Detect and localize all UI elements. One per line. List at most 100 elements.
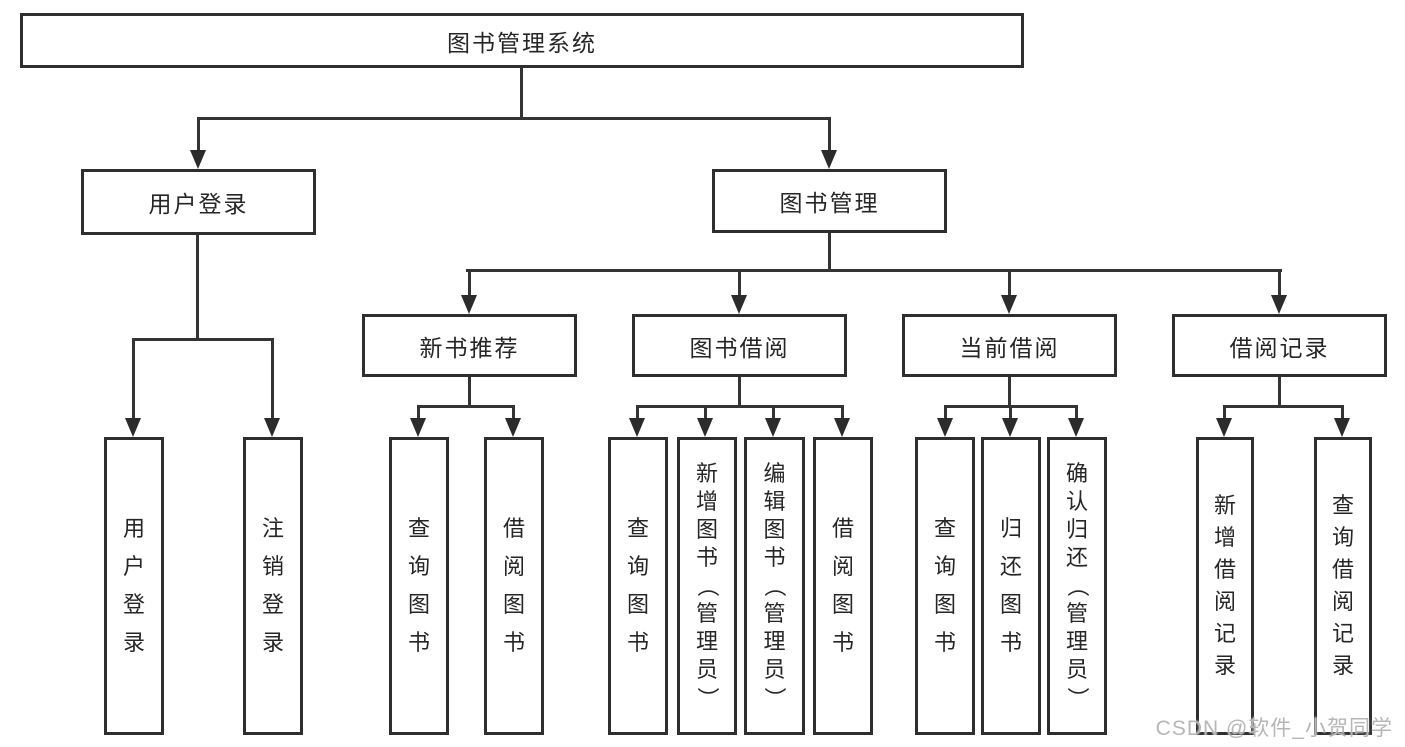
arrow-down-icon: [410, 418, 426, 437]
vertical-char: 录: [261, 630, 284, 655]
arrow-down-icon: [697, 418, 713, 437]
vertical-char: 还: [999, 554, 1022, 579]
arrow-down-icon: [937, 418, 953, 437]
connector-line: [417, 405, 420, 422]
connector-line: [828, 117, 831, 153]
connector-line: [772, 405, 775, 422]
connector-line: [1008, 269, 1011, 299]
leaf-edit-books-admin: 编辑图书（管理员）: [744, 437, 805, 735]
vertical-char: 辑: [763, 489, 786, 514]
vertical-char: 户: [122, 554, 145, 579]
vertical-char: 查: [626, 516, 649, 541]
arrow-down-icon: [1002, 418, 1018, 437]
arrow-down-icon: [1001, 295, 1017, 314]
vertical-char: 还: [1065, 545, 1088, 570]
vertical-char: 用: [122, 516, 145, 541]
vertical-char: 认: [1065, 489, 1088, 514]
arrow-down-icon: [629, 418, 645, 437]
vertical-char: 图: [831, 592, 854, 617]
vertical-char: 询: [407, 554, 430, 579]
vertical-char: 询: [626, 554, 649, 579]
arrow-down-icon: [731, 295, 747, 314]
connector-line: [197, 117, 831, 120]
node-user-login: 用户登录: [81, 169, 316, 235]
vertical-char: ）: [1064, 686, 1090, 710]
arrow-down-icon: [834, 418, 850, 437]
vertical-char: （: [1064, 574, 1090, 598]
vertical-char: 管: [695, 601, 718, 626]
connector-line: [512, 405, 515, 422]
leaf-add-books-admin: 新增图书（管理员）: [677, 437, 737, 735]
connector-line: [1278, 376, 1281, 407]
connector-line: [1278, 269, 1281, 299]
arrow-down-icon: [1334, 418, 1350, 437]
arrow-down-icon: [1271, 295, 1287, 314]
leaf-query-books: 查询图书: [608, 437, 668, 735]
connector-line: [197, 117, 200, 153]
arrow-down-icon: [765, 418, 781, 437]
vertical-char: 录: [1331, 653, 1354, 678]
connector-line: [468, 269, 471, 299]
connector-line: [132, 338, 274, 341]
vertical-char: 阅: [831, 554, 854, 579]
vertical-char: 理: [695, 629, 718, 654]
leaf-confirm-return-admin: 确认归还（管理员）: [1047, 437, 1107, 735]
vertical-char: 阅: [1331, 589, 1354, 614]
vertical-char: 借: [1213, 557, 1236, 582]
vertical-char: 登: [261, 592, 284, 617]
vertical-char: ）: [694, 686, 720, 710]
leaf-return-books: 归还图书: [981, 437, 1041, 735]
connector-line: [1008, 376, 1011, 407]
vertical-char: 图: [763, 517, 786, 542]
node-book-management: 图书管理: [712, 169, 947, 233]
leaf-add-borrow-record: 新增借阅记录: [1196, 437, 1254, 735]
vertical-char: 登: [122, 592, 145, 617]
vertical-char: 查: [407, 516, 430, 541]
connector-line: [841, 405, 844, 422]
connector-line: [828, 231, 831, 272]
vertical-char: 管: [763, 601, 786, 626]
vertical-char: 阅: [502, 554, 525, 579]
vertical-char: 理: [763, 629, 786, 654]
vertical-char: 图: [933, 592, 956, 617]
vertical-char: 管: [1065, 601, 1088, 626]
leaf-query-borrow-record: 查询借阅记录: [1314, 437, 1372, 735]
vertical-char: 员: [763, 657, 786, 682]
vertical-char: 新: [695, 461, 718, 486]
connector-line: [466, 269, 1282, 272]
connector-line: [132, 338, 135, 422]
vertical-char: 增: [695, 489, 718, 514]
vertical-char: 记: [1213, 621, 1236, 646]
connector-line: [704, 405, 707, 422]
vertical-char: 录: [1213, 653, 1236, 678]
vertical-char: 查: [933, 516, 956, 541]
node-current-borrowing: 当前借阅: [902, 314, 1117, 377]
vertical-char: 员: [695, 657, 718, 682]
vertical-char: 图: [999, 592, 1022, 617]
csdn-watermark: CSDN @软件_小贺同学: [1155, 717, 1393, 740]
leaf-query-books: 查询图书: [389, 437, 449, 735]
vertical-char: 编: [763, 461, 786, 486]
arrow-down-icon: [461, 295, 477, 314]
vertical-char: 图: [407, 592, 430, 617]
vertical-char: 销: [261, 554, 284, 579]
vertical-char: ）: [762, 686, 788, 710]
arrow-down-icon: [1068, 418, 1084, 437]
vertical-char: 询: [1331, 525, 1354, 550]
leaf-query-books: 查询图书: [915, 437, 975, 735]
arrow-down-icon: [1216, 418, 1232, 437]
vertical-char: 图: [626, 592, 649, 617]
node-new-book-recommend: 新书推荐: [362, 314, 577, 377]
vertical-char: 书: [626, 630, 649, 655]
arrow-down-icon: [264, 418, 280, 437]
arrow-down-icon: [125, 418, 141, 437]
vertical-char: 归: [1065, 517, 1088, 542]
vertical-char: 阅: [1213, 589, 1236, 614]
vertical-char: 书: [763, 545, 786, 570]
leaf-logout: 注销登录: [243, 437, 303, 735]
connector-line: [468, 376, 471, 407]
vertical-char: 借: [1331, 557, 1354, 582]
vertical-char: 图: [502, 592, 525, 617]
vertical-char: 员: [1065, 657, 1088, 682]
